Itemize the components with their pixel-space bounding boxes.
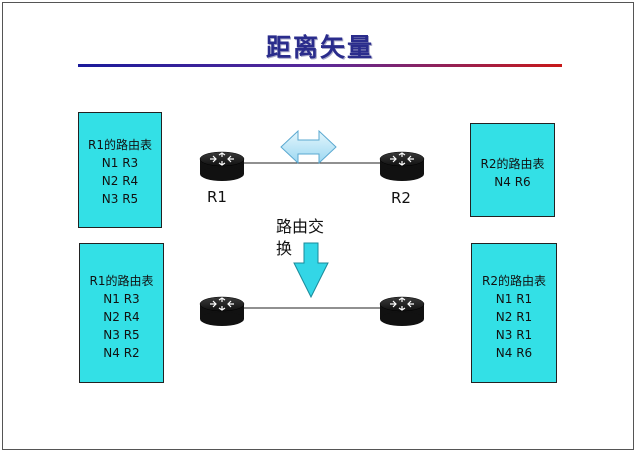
table-row: N3 R1	[495, 328, 533, 342]
route-exchange-label: 路由交换	[276, 217, 325, 258]
router-icon	[199, 151, 245, 181]
table-row: N4 R6	[494, 175, 531, 189]
table-title: R2的路由表	[482, 274, 546, 288]
router-icon	[379, 151, 425, 181]
table-row: N3 R5	[103, 328, 140, 342]
down-arrow-icon	[293, 242, 329, 299]
table-title: R1的路由表	[88, 138, 152, 152]
table-row: N2 R1	[495, 310, 533, 324]
r1-routing-table-after: R1的路由表 N1 R3 N2 R4 N3 R5 N4 R2	[79, 243, 164, 383]
router-icon	[199, 296, 245, 326]
table-row: N1 R1	[495, 292, 533, 306]
table-row: N2 R4	[101, 174, 139, 188]
double-arrow-icon	[280, 129, 337, 165]
table-row: N4 R6	[495, 346, 533, 360]
r2-routing-table-before: R2的路由表 N4 R6	[470, 123, 555, 217]
r1-routing-table-before: R1的路由表 N1 R3 N2 R4 N3 R5	[78, 112, 162, 228]
table-row: N1 R3	[101, 156, 139, 170]
router-r2-label: R2	[391, 189, 411, 207]
table-row: N4 R2	[103, 346, 140, 360]
slide-title: 距离矢量	[265, 33, 374, 62]
title-underline	[78, 64, 562, 67]
router-icon	[379, 296, 425, 326]
table-row: N2 R4	[103, 310, 140, 324]
table-row: N3 R5	[101, 192, 139, 206]
r2-routing-table-after: R2的路由表 N1 R1 N2 R1 N3 R1 N4 R6	[471, 243, 557, 383]
router-r1-label: R1	[207, 188, 227, 206]
table-title: R2的路由表	[480, 157, 545, 171]
table-title: R1的路由表	[89, 274, 154, 288]
table-row: N1 R3	[103, 292, 140, 306]
